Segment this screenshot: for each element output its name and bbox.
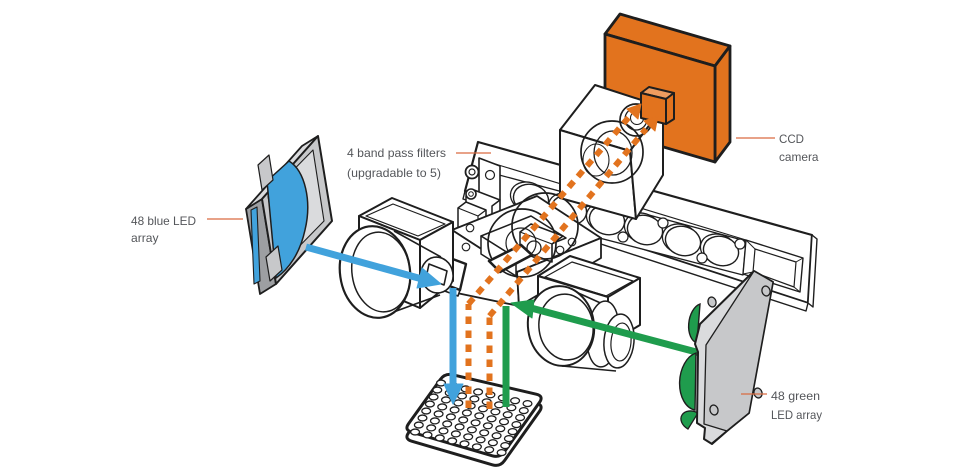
svg-text:(upgradable to 5): (upgradable to 5) bbox=[347, 166, 441, 180]
svg-text:4 band pass filters: 4 band pass filters bbox=[347, 146, 446, 160]
svg-text:48 green: 48 green bbox=[771, 389, 820, 403]
svg-text:LED array: LED array bbox=[771, 408, 822, 422]
svg-text:array: array bbox=[131, 231, 159, 245]
svg-text:camera: camera bbox=[779, 150, 819, 164]
svg-text:48 blue LED: 48 blue LED bbox=[131, 214, 196, 228]
svg-text:CCD: CCD bbox=[779, 132, 804, 146]
